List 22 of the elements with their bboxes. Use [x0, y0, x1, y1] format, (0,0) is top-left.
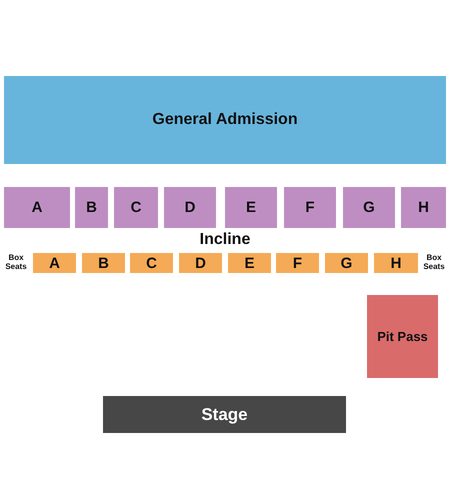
seating-section: G — [343, 187, 395, 228]
seating-section: D — [164, 187, 216, 228]
seating-section: B — [75, 187, 108, 228]
seating-section: E — [225, 187, 277, 228]
seating-section: F — [284, 187, 336, 228]
box-seats-label: Box Seats — [4, 254, 28, 272]
box-seat-section: H — [374, 253, 418, 273]
pit-pass-area: Pit Pass — [367, 295, 438, 378]
box-seat-section: D — [179, 253, 222, 273]
box-seat-section: B — [82, 253, 125, 273]
box-seat-section: F — [276, 253, 319, 273]
seating-section: H — [401, 187, 446, 228]
box-seat-section: E — [228, 253, 271, 273]
box-seat-section: A — [33, 253, 76, 273]
box-seat-section: G — [325, 253, 368, 273]
box-seat-section: C — [130, 253, 173, 273]
box-seats-label: Box Seats — [422, 254, 446, 272]
seating-section: A — [4, 187, 70, 228]
stage: Stage — [103, 396, 346, 433]
general-admission-section: General Admission — [4, 76, 446, 164]
seating-section: C — [114, 187, 158, 228]
incline-label: Incline — [198, 231, 252, 249]
